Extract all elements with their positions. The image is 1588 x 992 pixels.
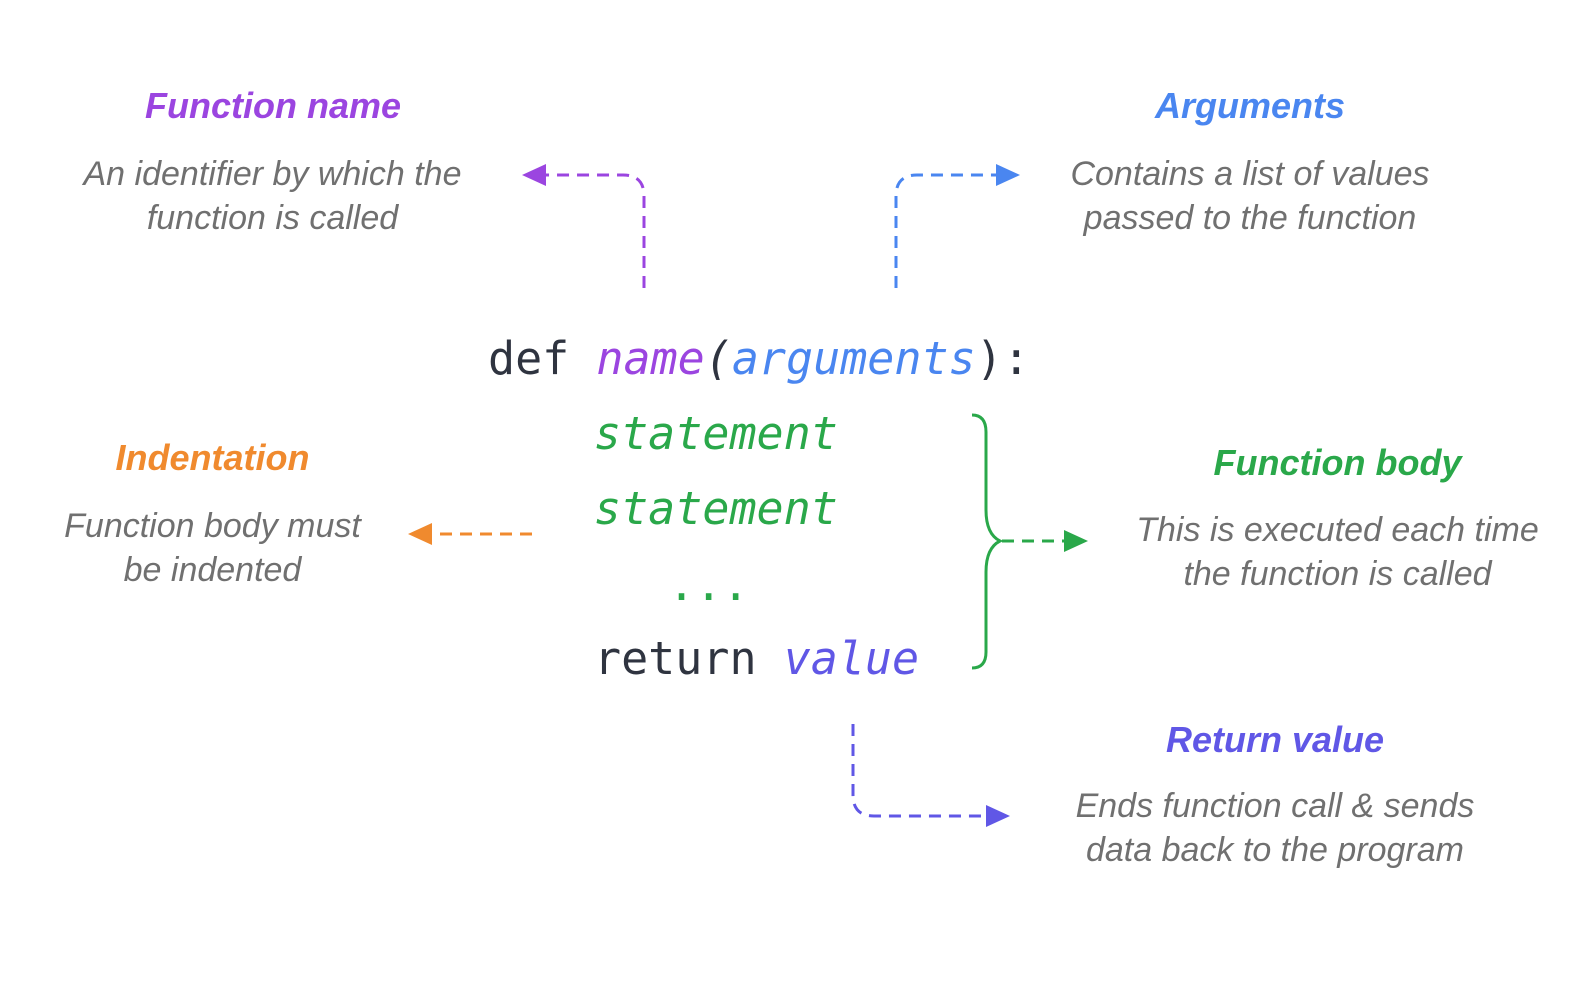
code-def-keyword: def [488, 332, 570, 385]
function-name-connector [544, 173, 646, 288]
function-name-desc-line2: function is called [146, 199, 399, 237]
code-close-paren-colon: ): [975, 332, 1030, 385]
code-arguments: arguments [731, 332, 976, 385]
arguments-arrowhead [996, 164, 1020, 186]
function-body-desc-line2: the function is called [1183, 555, 1492, 593]
arguments-desc-line1: Contains a list of values [1070, 155, 1430, 193]
function-name-arrowhead [522, 164, 546, 186]
code-def-line: def name(arguments): [488, 336, 1030, 381]
indentation-desc-line2: be indented [123, 551, 302, 589]
return-value-arrowhead [986, 805, 1010, 827]
code-open-paren: ( [704, 332, 732, 385]
function-body-arrowhead [1064, 530, 1088, 552]
code-return-line: return value [594, 636, 919, 681]
arguments-desc-line2: passed to the function [1083, 199, 1417, 237]
code-ellipsis: ... [668, 558, 750, 611]
indentation-desc-line1: Function body must [64, 507, 361, 545]
return-value-connector [851, 724, 986, 818]
function-body-brace [971, 413, 1004, 670]
function-body-desc-line1: This is executed each time [1136, 511, 1539, 549]
code-statement-1: statement [594, 407, 838, 460]
indentation-arrowhead [408, 523, 432, 545]
function-name-title: Function name [144, 85, 401, 126]
return-value-desc-line1: Ends function call & sends [1075, 787, 1475, 825]
function-name-desc-line1: An identifier by which the [83, 155, 462, 193]
code-function-name: name [596, 332, 705, 385]
return-value-desc-line2: data back to the program [1085, 831, 1464, 869]
function-body-title: Function body [1213, 442, 1462, 483]
code-return-value: value [783, 632, 920, 685]
arguments-connector [894, 173, 998, 288]
indentation-title: Indentation [115, 437, 310, 478]
return-value-title: Return value [1165, 719, 1385, 760]
code-statement-2: statement [594, 482, 838, 535]
arguments-title: Arguments [1154, 85, 1346, 126]
code-return-keyword: return [594, 632, 757, 685]
